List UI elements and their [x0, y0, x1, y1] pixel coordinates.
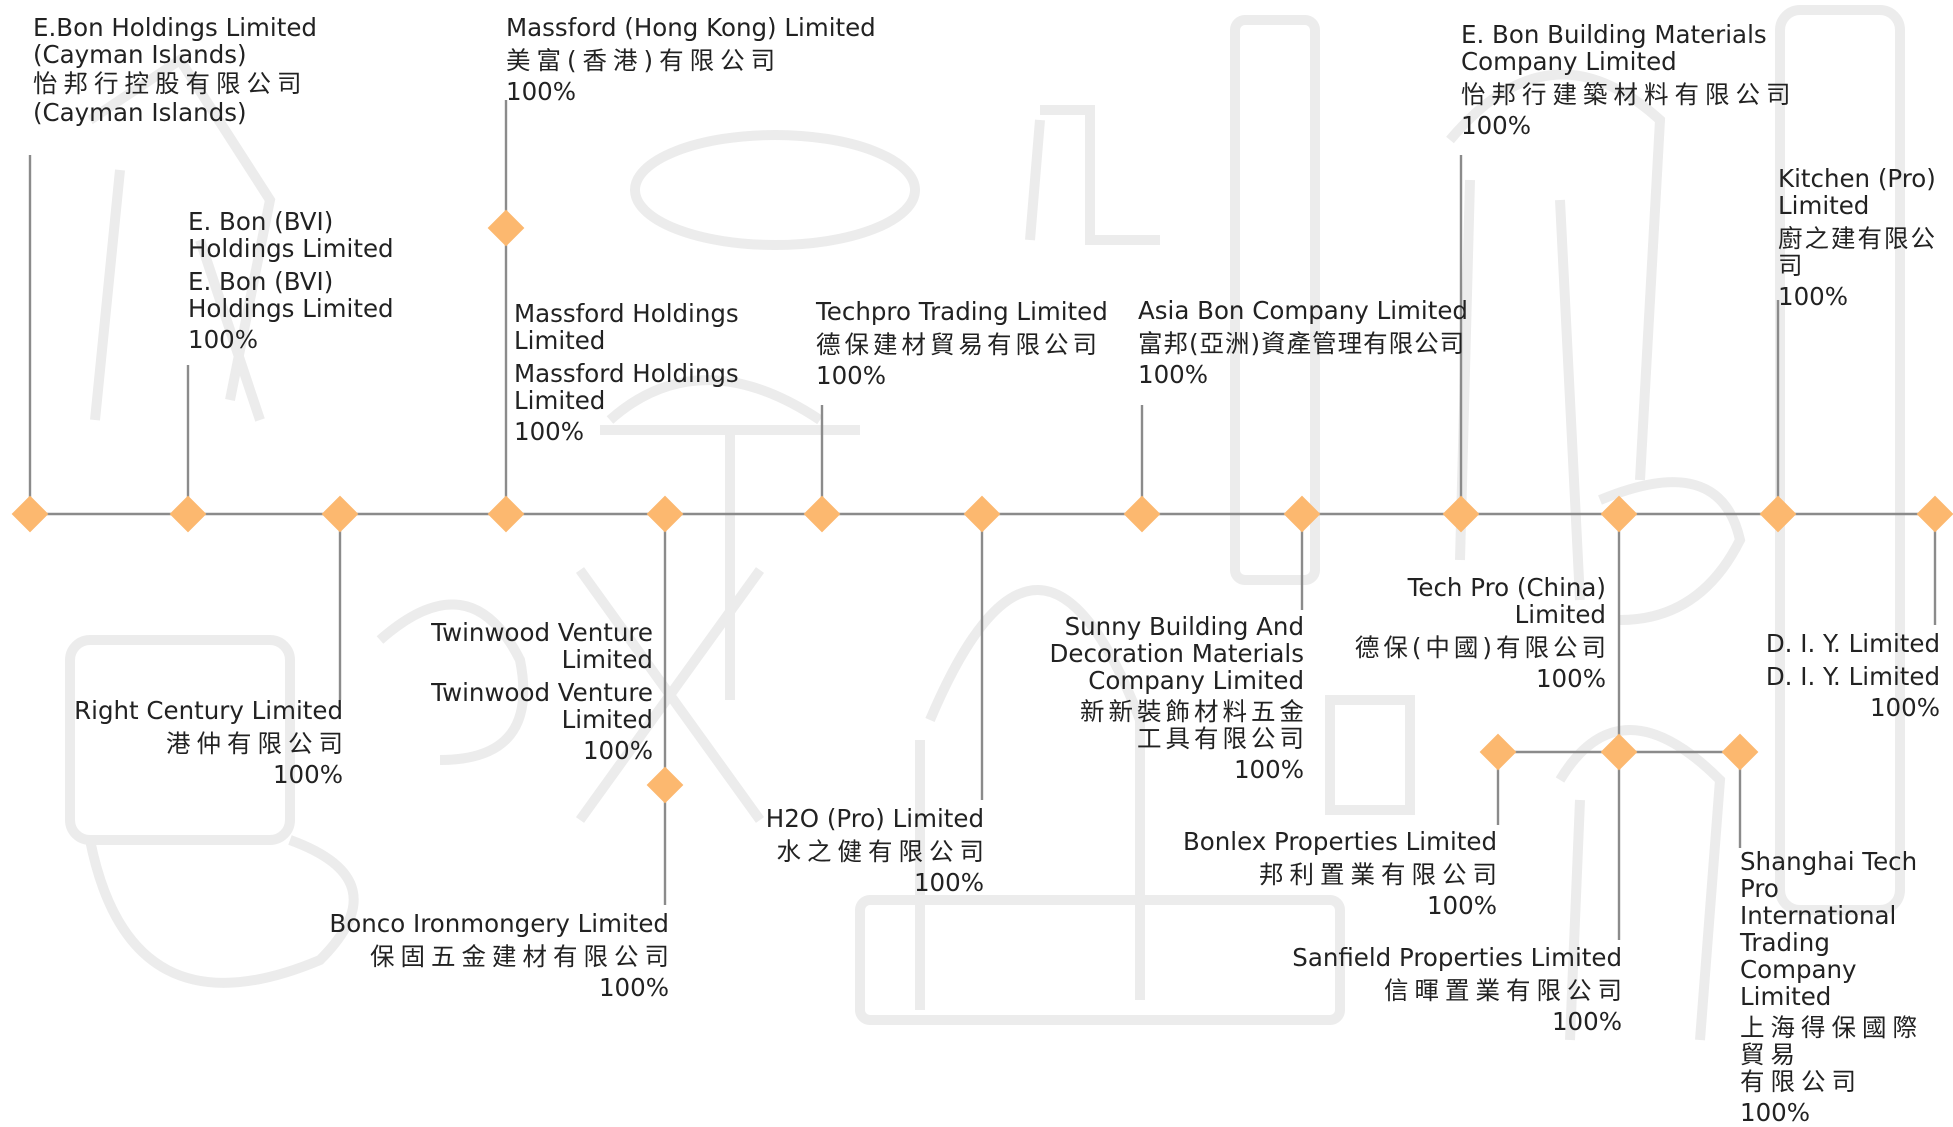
company-name-en: Bonlex Properties Limited [1182, 827, 1497, 856]
node-ebon-holdings: E.Bon Holdings Limited (Cayman Islands) … [33, 14, 393, 126]
company-name-cn: 水之健有限公司 [776, 837, 990, 866]
table-illustration [915, 585, 1145, 1010]
company-name-cn: 美富(香港)有限公司 [506, 46, 782, 75]
node-bonco: Bonco Ironmongery Limited 保固五金建材有限公司 100… [320, 910, 669, 1001]
node-ebon-bvi: E. Bon (BVI) Holdings Limited E. Bon (BV… [188, 208, 428, 353]
node-kitchen-pro: Kitchen (Pro) Limited 廚之建有限公司 100% [1778, 165, 1953, 310]
scroll-ornament-illustration [376, 599, 529, 765]
cart-illustration [855, 895, 1345, 1025]
tools-illustration [575, 567, 765, 823]
company-name-cn: 德保(中國)有限公司 [1354, 633, 1610, 662]
company-name-cn: E. Bon (BVI) Holdings Limited [188, 267, 394, 323]
toilet-bowl-illustration [85, 835, 359, 988]
company-name-en: Bonco Ironmongery Limited [329, 909, 669, 938]
company-name-en: Right Century Limited [74, 696, 343, 725]
ownership-percentage: 100% [913, 868, 984, 897]
node-h2o-pro: H2O (Pro) Limited 水之健有限公司 100% [740, 805, 984, 896]
node-sanfield: Sanfield Properties Limited 信暉置業有限公司 100… [1290, 944, 1622, 1035]
company-name-en: Sanfield Properties Limited [1292, 943, 1622, 972]
company-name-cn: 信暉置業有限公司 [1384, 976, 1628, 1005]
node-sunny-building: Sunny Building And Decoration Materials … [1040, 612, 1305, 784]
node-tech-pro-china: Tech Pro (China) Limited 德保(中國)有限公司 100% [1340, 574, 1606, 692]
chair-illustration [87, 53, 276, 422]
company-name-en: Tech Pro (China) Limited [1407, 573, 1606, 629]
company-name-en: Sunny Building And Decoration Materials … [1049, 612, 1305, 695]
node-asia-bon: Asia Bon Company Limited 富邦(亞洲)資產管理有限公司 … [1138, 297, 1468, 388]
ownership-percentage: 100% [1461, 111, 1532, 140]
ownership-percentage: 100% [188, 325, 259, 354]
ownership-percentage: 100% [1426, 891, 1497, 920]
company-name-en: Asia Bon Company Limited [1138, 296, 1468, 325]
company-name-cn: D. I. Y. Limited [1765, 662, 1940, 691]
company-name-cn: 上海得保國際貿易 有限公司 [1740, 1013, 1923, 1096]
node-massford-holdings: Massford Holdings Limited Massford Holdi… [514, 300, 754, 445]
company-name-cn: 德保建材貿易有限公司 [816, 330, 1101, 359]
chair2-illustration [1555, 725, 1726, 1041]
ownership-percentage: 100% [598, 973, 669, 1002]
node-techpro-trading: Techpro Trading Limited 德保建材貿易有限公司 100% [816, 298, 1116, 389]
company-name-en: E.Bon Holdings Limited (Cayman Islands) [33, 13, 317, 69]
ownership-percentage: 100% [514, 417, 585, 446]
company-name-en: Massford (Hong Kong) Limited [506, 13, 876, 42]
ownership-percentage: 100% [272, 760, 343, 789]
node-ebon-building: E. Bon Building Materials Company Limite… [1461, 21, 1801, 139]
node-massford-hk: Massford (Hong Kong) Limited 美富(香港)有限公司 … [506, 14, 906, 105]
company-name-cn: 港仲有限公司 [166, 729, 349, 758]
company-name-en: H2O (Pro) Limited [765, 804, 984, 833]
company-name-cn: Twinwood Venture Limited [431, 678, 653, 734]
company-jurisdiction: (Cayman Islands) [33, 98, 247, 127]
company-name-cn: Massford Holdings Limited [514, 359, 739, 415]
company-name-en: E. Bon Building Materials Company Limite… [1461, 20, 1767, 76]
ownership-percentage: 100% [1740, 1098, 1811, 1127]
shower-head-illustration [630, 130, 920, 250]
toilet-illustration [65, 635, 295, 845]
company-name-cn: 怡邦行建築材料有限公司 [1461, 80, 1797, 109]
company-name-cn: 保固五金建材有限公司 [370, 942, 675, 971]
tap-illustration [1598, 477, 1746, 625]
faucet-illustration [1025, 105, 1160, 245]
background-illustrations [65, 5, 1905, 1041]
column-shower-illustration [1775, 5, 1905, 915]
ownership-percentage: 100% [1535, 664, 1606, 693]
company-name-cn: 新新裝飾材料五金 工具有限公司 [1080, 697, 1308, 753]
ownership-percentage: 100% [582, 736, 653, 765]
company-name-en: Twinwood Venture Limited [431, 618, 653, 674]
door-handle-illustration [1230, 15, 1320, 585]
ownership-percentage: 100% [1551, 1007, 1622, 1036]
ownership-percentage: 100% [1233, 755, 1304, 784]
company-name-cn: 怡邦行控股有限公司 [33, 69, 308, 98]
company-name-en: Kitchen (Pro) Limited [1778, 164, 1936, 220]
node-right-century: Right Century Limited 港仲有限公司 100% [60, 697, 343, 788]
ownership-percentage: 100% [506, 77, 577, 106]
ownership-percentage: 100% [1138, 360, 1209, 389]
ownership-percentage: 100% [1778, 282, 1849, 311]
node-diy: D. I. Y. Limited D. I. Y. Limited 100% [1720, 630, 1940, 721]
company-name-en: Shanghai Tech Pro International Trading … [1740, 847, 1918, 1011]
company-name-en: E. Bon (BVI) Holdings Limited [188, 207, 394, 263]
shelf-illustration [1325, 695, 1415, 815]
company-name-cn: 廚之建有限公司 [1778, 224, 1937, 280]
company-name-en: Massford Holdings Limited [514, 299, 739, 355]
company-name-cn: 富邦(亞洲)資產管理有限公司 [1138, 329, 1466, 358]
company-name-en: D. I. Y. Limited [1765, 629, 1940, 658]
office-chair-illustration [600, 375, 860, 700]
company-name-en: Techpro Trading Limited [816, 297, 1108, 326]
node-twinwood: Twinwood Venture Limited Twinwood Ventur… [400, 619, 653, 764]
node-shanghai-techpro: Shanghai Tech Pro International Trading … [1740, 848, 1953, 1126]
company-name-cn: 邦利置業有限公司 [1259, 860, 1503, 889]
ownership-percentage: 100% [816, 361, 887, 390]
ownership-percentage: 100% [1869, 693, 1940, 722]
node-bonlex: Bonlex Properties Limited 邦利置業有限公司 100% [1160, 828, 1497, 919]
